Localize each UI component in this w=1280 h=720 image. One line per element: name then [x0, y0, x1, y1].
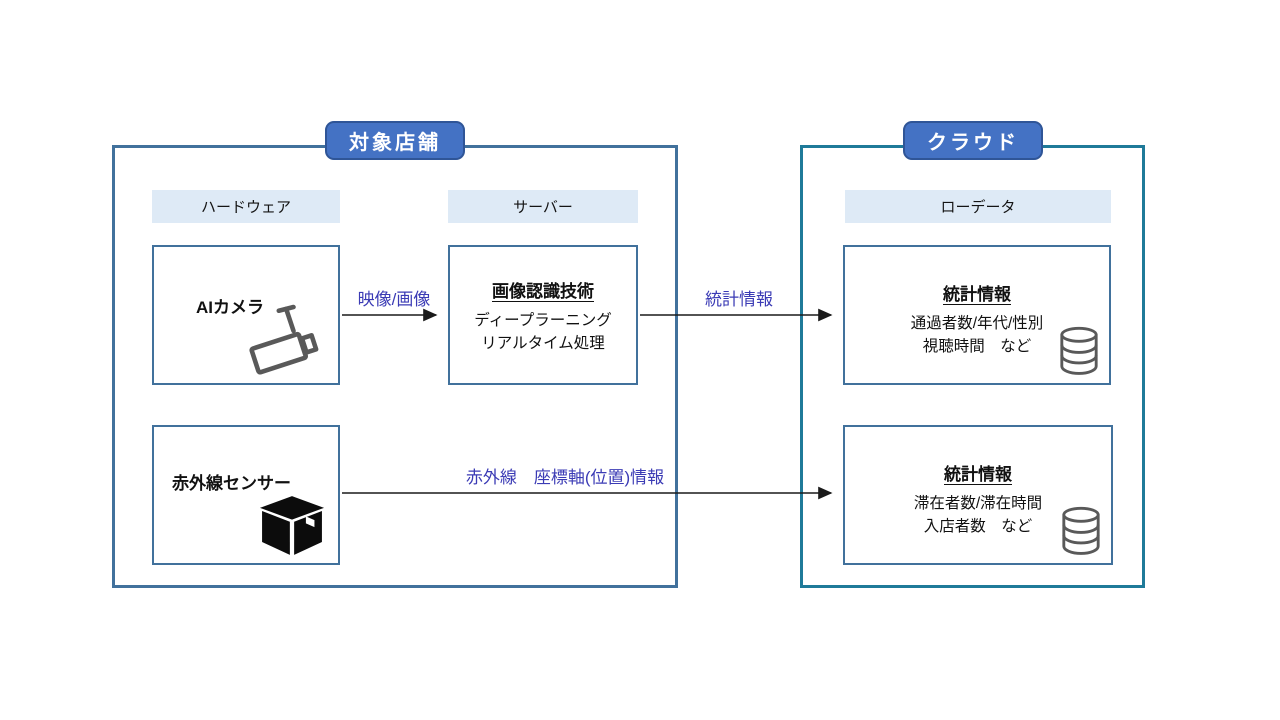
database-icon [1060, 505, 1102, 557]
stats-bottom-line: 入店者数 など [923, 518, 1033, 535]
hardware-lane-header: ハードウェア [152, 190, 340, 223]
stats-top-line: 視聴時間 など [922, 338, 1032, 355]
flow-label-infrared-position: 赤外線 座標軸(位置)情報 [465, 468, 665, 487]
stats-top-details: 通過者数/年代/性別 視聴時間 など [845, 312, 1109, 358]
raw-data-lane-label: ローデータ [940, 199, 1016, 216]
store-group-title: 対象店舗 [349, 132, 441, 154]
image-recognition-details: ディープラーニング リアルタイム処理 [450, 309, 636, 355]
flow-label-stats-info: 統計情報 [705, 290, 773, 309]
stats-top-title: 統計情報 [943, 285, 1011, 304]
stats-bottom-line: 滞在者数/滞在時間 [913, 495, 1043, 512]
infrared-sensor-node: 赤外線センサー [152, 425, 340, 565]
hardware-lane-label: ハードウェア [200, 199, 291, 216]
infrared-sensor-label: 赤外線センサー [172, 474, 291, 493]
stats-bottom-node: 統計情報 滞在者数/滞在時間 入店者数 など [843, 425, 1113, 565]
cloud-group-title: クラウド [927, 132, 1019, 154]
image-recognition-title: 画像認識技術 [492, 282, 594, 301]
cctv-camera-icon [242, 303, 334, 381]
server-lane-header: サーバー [448, 190, 638, 223]
stats-top-line: 通過者数/年代/性別 [910, 315, 1044, 332]
ai-camera-label: AIカメラ [196, 298, 264, 317]
ai-camera-node: AIカメラ [152, 245, 340, 385]
stats-bottom-details: 滞在者数/滞在時間 入店者数 など [845, 492, 1111, 538]
stats-top-node: 統計情報 通過者数/年代/性別 視聴時間 など [843, 245, 1111, 385]
stats-bottom-title: 統計情報 [944, 465, 1012, 484]
image-recognition-node: 画像認識技術 ディープラーニング リアルタイム処理 [448, 245, 638, 385]
database-icon [1058, 325, 1100, 377]
flow-label-video-image: 映像/画像 [357, 290, 431, 309]
cloud-group-title-badge: クラウド [903, 121, 1043, 160]
package-box-icon [256, 495, 328, 557]
server-lane-label: サーバー [513, 199, 573, 216]
store-group-title-badge: 対象店舗 [325, 121, 465, 160]
image-recognition-line: ディープラーニング [474, 312, 612, 329]
image-recognition-line: リアルタイム処理 [481, 335, 605, 352]
raw-data-lane-header: ローデータ [845, 190, 1111, 223]
